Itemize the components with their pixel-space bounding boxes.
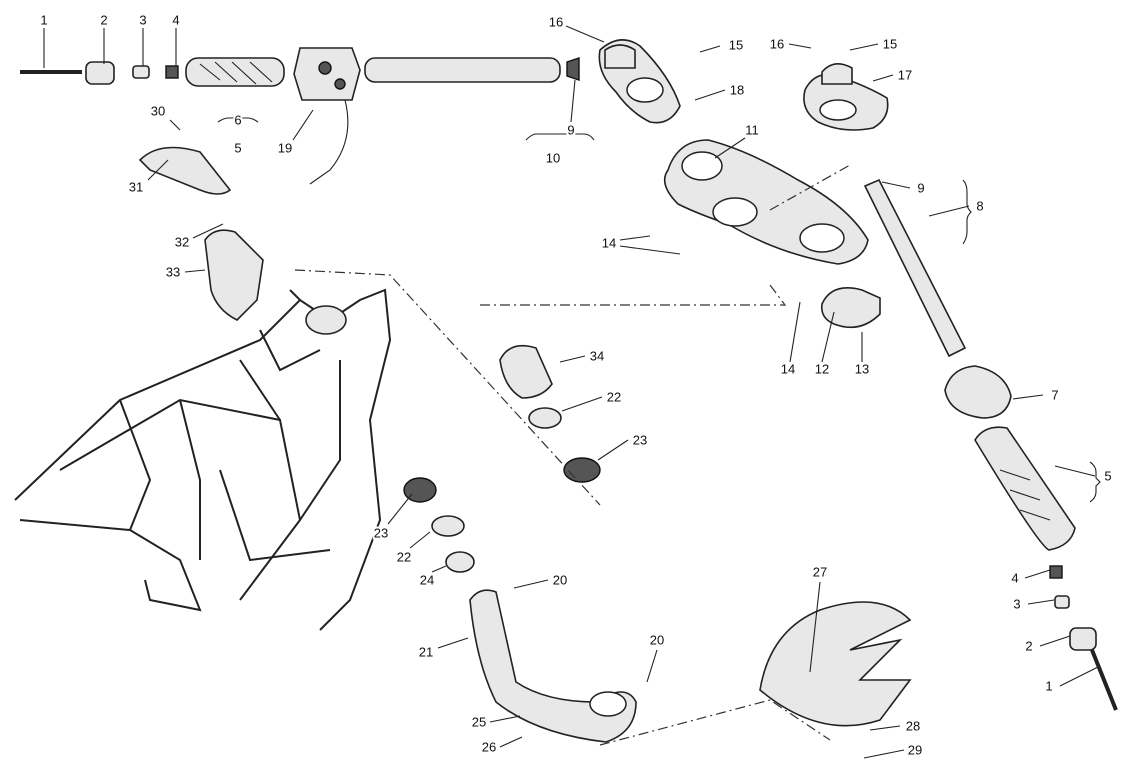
callout-label: 32 (173, 234, 191, 250)
callout-label: 23 (372, 525, 390, 541)
callout-label: 30 (149, 103, 167, 119)
callout-label: 7 (1050, 387, 1060, 403)
right-spacer (1054, 595, 1070, 609)
callout-label: 8 (975, 198, 985, 214)
callout-label: 22 (605, 389, 623, 405)
upper-seal (528, 407, 562, 429)
callout-label: 5 (1103, 468, 1113, 484)
callout-label: 20 (551, 572, 569, 588)
left-grip (185, 57, 285, 87)
dust-cover (445, 551, 475, 573)
callout-label: 19 (276, 140, 294, 156)
callout-label: 22 (395, 549, 413, 565)
left-tube-plug (566, 57, 580, 81)
right-grip (974, 426, 1076, 551)
lower-bearing (403, 477, 437, 503)
callout-label: 24 (418, 572, 436, 588)
callout-label: 10 (544, 150, 562, 166)
callout-label: 3 (1012, 596, 1022, 612)
bearing-housing (499, 344, 553, 399)
callout-label: 15 (727, 37, 745, 53)
callout-label: 28 (904, 718, 922, 734)
callout-label: 11 (744, 122, 760, 138)
left-nut (165, 65, 179, 79)
lower-seal (431, 515, 465, 537)
callout-label: 2 (99, 12, 109, 28)
callout-label: 15 (881, 36, 899, 52)
left-handlebar-tube (364, 57, 561, 83)
left-bar-end-weight (85, 61, 115, 85)
callout-label: 12 (813, 361, 831, 377)
callout-label: 34 (588, 348, 606, 364)
callout-label: 9 (566, 122, 576, 138)
callout-label: 20 (648, 632, 666, 648)
callout-label: 23 (631, 432, 649, 448)
callout-label: 21 (417, 644, 435, 660)
callout-label: 14 (600, 235, 618, 251)
callout-label: 3 (138, 12, 148, 28)
callout-label: 4 (171, 12, 181, 28)
callout-label: 1 (39, 12, 49, 28)
callout-label: 27 (811, 564, 829, 580)
callout-label: 17 (896, 67, 914, 83)
ignition-switch (204, 229, 264, 321)
bottom-yoke (469, 589, 637, 743)
callout-label: 13 (853, 361, 871, 377)
callout-label: 14 (779, 361, 797, 377)
right-bar-end-weight (1069, 627, 1097, 651)
callout-label: 25 (470, 714, 488, 730)
callout-label: 33 (164, 264, 182, 280)
right-nut (1049, 565, 1063, 579)
callout-label: 5 (233, 140, 243, 156)
callout-label: 31 (127, 179, 145, 195)
ignition-cover (138, 146, 232, 195)
right-handlebar-tube (863, 178, 967, 358)
callout-label: 4 (1010, 570, 1020, 586)
callout-label: 1 (1044, 678, 1054, 694)
frame (14, 288, 392, 631)
upper-bearing (563, 457, 601, 483)
right-switch-housing (944, 365, 1012, 419)
callout-label: 9 (916, 180, 926, 196)
callout-label: 6 (233, 112, 243, 128)
callout-label: 29 (906, 742, 924, 758)
left-spacer (132, 65, 150, 79)
callout-label: 16 (768, 36, 786, 52)
disc-guard (759, 601, 912, 727)
steering-clamp (820, 287, 881, 329)
callout-label: 2 (1024, 638, 1034, 654)
callout-label: 18 (728, 82, 746, 98)
callout-label: 16 (547, 14, 565, 30)
callout-label: 26 (480, 739, 498, 755)
